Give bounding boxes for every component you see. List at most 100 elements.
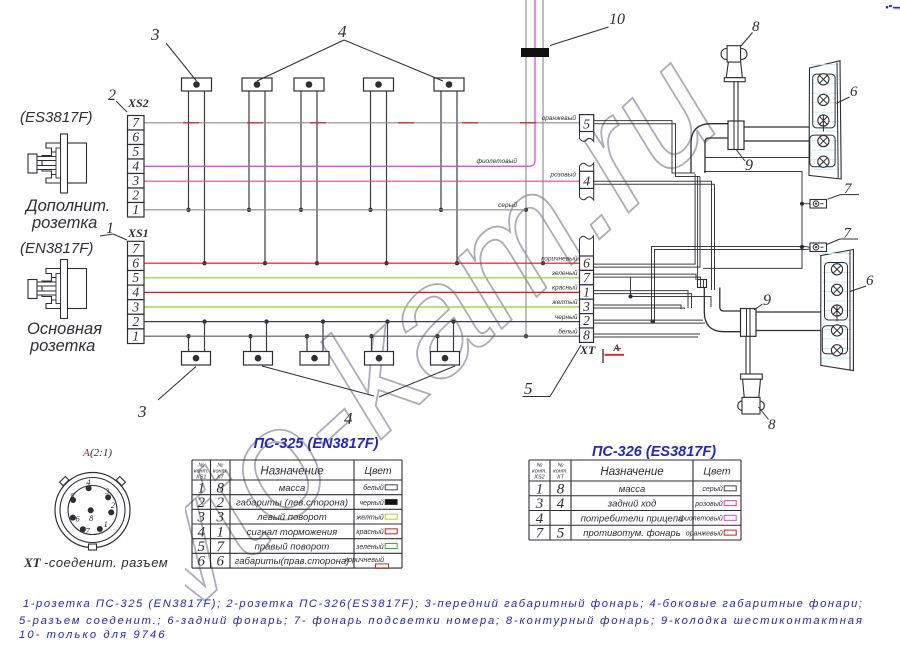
svg-text:черный: черный — [359, 499, 383, 507]
svg-text:Основная: Основная — [27, 320, 102, 338]
svg-text:10: 10 — [609, 11, 625, 28]
svg-text:Цвет: Цвет — [364, 465, 392, 477]
svg-text:2: 2 — [198, 495, 206, 511]
svg-text:4: 4 — [132, 285, 139, 300]
svg-text:6: 6 — [76, 514, 81, 524]
svg-text:габариты(прав.сторона): габариты(прав.сторона) — [235, 556, 350, 567]
svg-text:ПС-325 (EN3817F): ПС-325 (EN3817F) — [254, 436, 379, 452]
svg-text:оранжевый: оранжевый — [542, 114, 577, 122]
svg-text:5-разъем соеденит.; 6-задний: 5-разъем соеденит.; 6-задний фонарь; 7- … — [19, 615, 864, 627]
svg-text:9: 9 — [745, 157, 753, 174]
svg-text:7: 7 — [536, 526, 545, 542]
svg-text:3: 3 — [104, 486, 109, 496]
svg-text:1: 1 — [104, 519, 108, 529]
svg-text:-соеденит. разъем: -соеденит. разъем — [44, 555, 168, 570]
svg-text:серый: серый — [498, 201, 517, 209]
svg-text:3: 3 — [131, 173, 139, 188]
svg-text:черный: черный — [555, 313, 578, 321]
svg-text:розовый: розовый — [549, 171, 576, 179]
svg-text:конт.: конт. — [213, 469, 228, 475]
svg-text:красный: красный — [356, 528, 384, 536]
svg-text:ХТ: ХТ — [23, 555, 42, 570]
svg-text:1-розетка ПС-325 (EN3817F); 2-: 1-розетка ПС-325 (EN3817F); 2-розетка ПС… — [23, 598, 864, 610]
svg-text:масса: масса — [619, 484, 646, 495]
svg-text:оранжевый: оранжевый — [686, 529, 723, 537]
svg-text:6: 6 — [217, 554, 225, 570]
svg-text:3: 3 — [131, 299, 139, 314]
svg-text:габариты (лев.сторона): габариты (лев.сторона) — [236, 498, 348, 509]
svg-text:1: 1 — [583, 284, 590, 299]
svg-text:4: 4 — [583, 175, 590, 190]
svg-text:XT: XT — [556, 475, 565, 481]
svg-text:1: 1 — [536, 481, 544, 497]
svg-text:(2:1): (2:1) — [90, 447, 112, 459]
svg-text:5: 5 — [198, 539, 206, 555]
svg-text:4: 4 — [198, 524, 206, 540]
svg-text:8: 8 — [768, 417, 776, 433]
svg-text:2: 2 — [583, 313, 590, 328]
svg-text:фиолетовый: фиолетовый — [679, 515, 723, 523]
svg-text:7: 7 — [844, 226, 853, 242]
svg-text:розовый: розовый — [694, 500, 723, 508]
svg-text:А: А — [82, 447, 90, 459]
svg-text:задний ход: задний ход — [607, 499, 656, 510]
svg-text:XS1: XS1 — [195, 475, 206, 481]
svg-text:1: 1 — [217, 524, 225, 540]
svg-text:6: 6 — [132, 256, 139, 271]
svg-text:4: 4 — [86, 477, 91, 487]
svg-text:серый: серый — [702, 485, 722, 493]
svg-text:5: 5 — [70, 491, 74, 501]
svg-text:белый: белый — [558, 327, 578, 335]
svg-text:Цвет: Цвет — [703, 466, 731, 478]
svg-text:9: 9 — [763, 292, 771, 309]
svg-text:правый поворот: правый поворот — [255, 542, 330, 553]
svg-text:конт.: конт. — [194, 469, 209, 475]
svg-text:А: А — [613, 344, 620, 354]
svg-text:7: 7 — [217, 539, 226, 555]
svg-text:(EN3817F): (EN3817F) — [20, 240, 93, 257]
svg-text:5: 5 — [132, 270, 139, 285]
svg-text:масса: масса — [279, 483, 306, 494]
svg-text:2: 2 — [108, 87, 116, 104]
svg-text:8: 8 — [217, 480, 225, 496]
svg-text:8: 8 — [89, 513, 94, 523]
svg-text:1: 1 — [132, 329, 139, 344]
svg-text:фиолетовый: фиолетовый — [477, 157, 518, 165]
svg-text:левый поворот: левый поворот — [256, 512, 327, 523]
svg-text:№: № — [558, 463, 564, 469]
svg-text:потребители прицепа: потребители прицепа — [581, 513, 684, 524]
svg-text:5: 5 — [132, 144, 139, 159]
svg-text:розетка: розетка — [29, 337, 95, 355]
svg-text:7: 7 — [583, 270, 591, 285]
svg-text:Назначение: Назначение — [600, 466, 663, 478]
svg-text:зеленый: зеленый — [355, 543, 384, 551]
svg-text:XS2: XS2 — [533, 475, 544, 481]
svg-text:7: 7 — [86, 526, 91, 536]
svg-text:2: 2 — [132, 188, 139, 203]
svg-text:желтый: желтый — [355, 513, 383, 521]
svg-text:7: 7 — [844, 181, 853, 197]
svg-text:4: 4 — [344, 409, 353, 428]
svg-text:XS2: XS2 — [127, 96, 149, 110]
svg-text:8: 8 — [752, 19, 760, 35]
svg-text:7: 7 — [132, 115, 140, 130]
svg-text:5: 5 — [524, 379, 533, 398]
svg-text:розетка: розетка — [31, 214, 97, 232]
svg-text:4: 4 — [132, 159, 139, 174]
svg-text:6: 6 — [132, 130, 139, 145]
svg-text:желтый: желтый — [551, 298, 578, 306]
svg-text:7: 7 — [132, 241, 140, 256]
svg-text:Назначение: Назначение — [260, 466, 323, 478]
svg-text:5: 5 — [583, 118, 590, 133]
svg-text:конт.: конт. — [532, 469, 547, 475]
svg-text:3: 3 — [535, 496, 544, 512]
svg-text:№: № — [537, 463, 543, 469]
svg-text:2: 2 — [132, 314, 139, 329]
svg-text:(ES3817F): (ES3817F) — [20, 109, 93, 126]
svg-text:1: 1 — [106, 220, 114, 237]
svg-text:№: № — [198, 463, 204, 469]
svg-text:3: 3 — [582, 299, 590, 314]
svg-text:коричневый: коричневый — [345, 556, 384, 564]
svg-text:6: 6 — [850, 84, 858, 100]
svg-text:3: 3 — [150, 25, 160, 44]
